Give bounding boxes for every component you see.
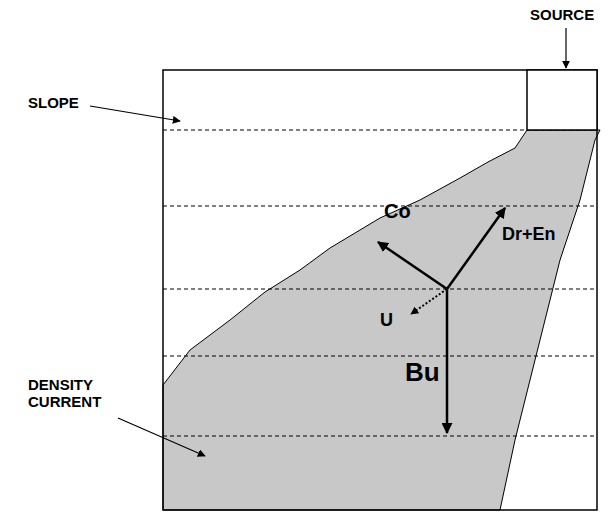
density-current-label: DENSITY CURRENT [28,376,128,411]
vector-label: U [380,310,393,331]
slope-frame [163,70,597,510]
slope-label: SLOPE [28,94,79,111]
force-vectors [378,208,505,433]
source-box [527,70,597,130]
velocity-vector [411,289,447,314]
density-current-region [163,130,600,510]
vector-label: Dr+En [502,224,556,245]
vector-label: Bu [405,358,440,388]
source-label: SOURCE [530,6,594,23]
leader-arrows [90,28,566,456]
slope-contours [163,130,597,436]
vector-label: Co [384,200,411,223]
